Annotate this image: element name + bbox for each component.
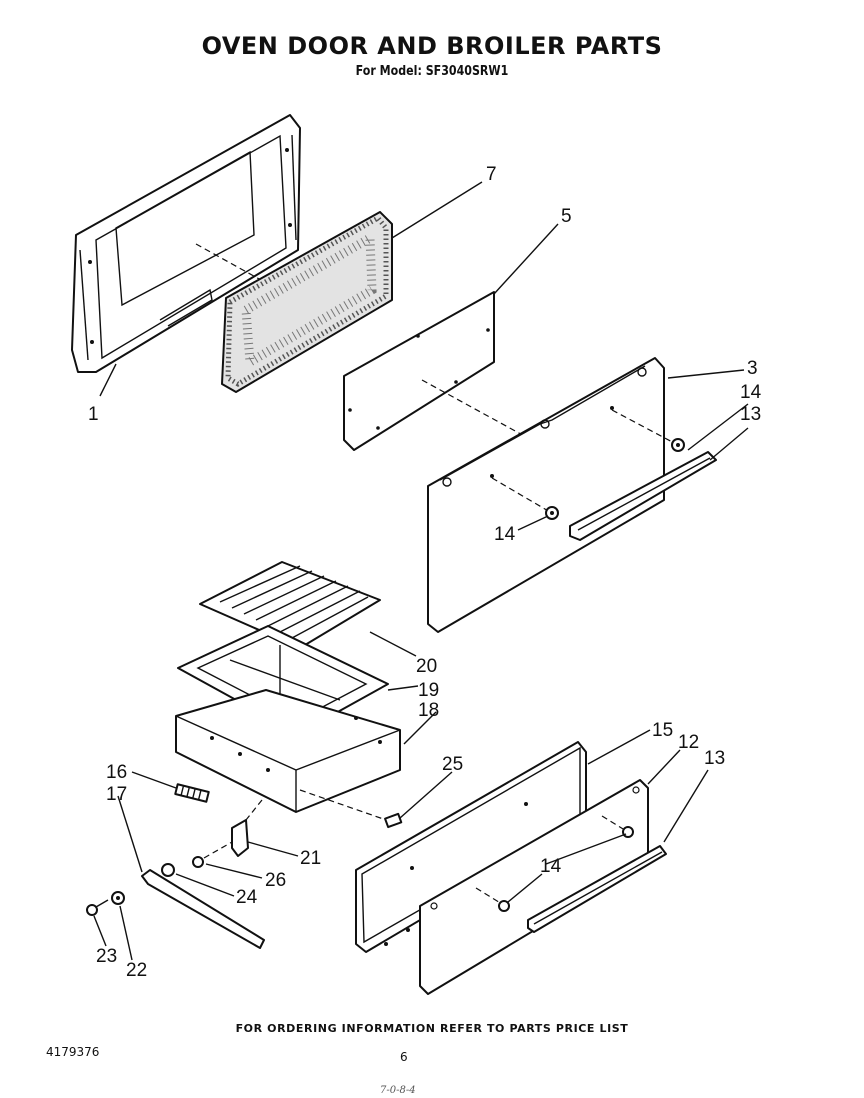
part-26-screw	[192, 841, 233, 868]
part-20-broiler-grid	[199, 561, 381, 649]
assembly-line-1-7	[195, 243, 271, 286]
callout-16: 16	[106, 762, 127, 783]
part-1-inner-door-frame	[71, 114, 301, 373]
part-7-insulation	[221, 211, 393, 393]
part-13-door-handle	[569, 451, 717, 541]
callout-numbers: 1 7 5 3 14 13 14 20 19 18 15 12 13 25 16…	[88, 164, 762, 981]
callout-1: 1	[88, 404, 99, 425]
callout-22: 22	[126, 960, 147, 981]
callout-20: 20	[416, 656, 437, 677]
model-subtitle: For Model: SF3040SRW1	[355, 64, 509, 79]
document-number: 4179376	[46, 1045, 100, 1059]
page-title: OVEN DOOR AND BROILER PARTS	[201, 32, 663, 60]
part-14-spacer-lower	[545, 506, 559, 520]
assembly-line-14b	[611, 409, 677, 445]
part-14-spacer-broiler-upper	[622, 826, 634, 838]
part-14-spacer-broiler-lower	[498, 900, 510, 912]
callout-14-lower: 14	[540, 856, 562, 877]
part-16-spring	[174, 783, 210, 803]
callout-19: 19	[418, 680, 439, 701]
part-14-spacer-upper	[671, 438, 685, 452]
part-13-broiler-handle	[527, 845, 667, 933]
callout-13-lower: 13	[704, 748, 725, 769]
part-25-clip	[384, 812, 403, 829]
part-17-rail	[141, 869, 265, 949]
page-number: 6	[400, 1050, 408, 1064]
callout-14-middle: 14	[494, 524, 516, 545]
part-3-outer-door-panel	[427, 357, 665, 633]
callout-13-upper: 13	[740, 404, 761, 425]
handwritten-mark: 7-0-8-4	[380, 1085, 416, 1096]
part-5-door-glass	[343, 291, 495, 451]
callout-12: 12	[678, 732, 699, 753]
callout-5: 5	[561, 206, 572, 227]
assembly-line-18-25	[299, 789, 393, 823]
callout-26: 26	[265, 870, 286, 891]
part-21-bracket	[231, 819, 249, 857]
leader-lines	[93, 181, 749, 961]
callout-17: 17	[106, 784, 127, 805]
part-24-nut	[161, 863, 175, 877]
callout-21: 21	[300, 848, 321, 869]
part-23-screw	[86, 899, 109, 916]
callout-3: 3	[747, 358, 758, 379]
ordering-information-note: FOR ORDERING INFORMATION REFER TO PARTS …	[235, 1022, 629, 1035]
part-18-broiler-pan	[175, 689, 401, 813]
callout-23: 23	[96, 946, 117, 967]
callout-18: 18	[418, 700, 439, 721]
callout-14-upper: 14	[740, 382, 762, 403]
callout-24: 24	[236, 887, 258, 908]
callout-25: 25	[442, 754, 463, 775]
part-22-washer	[111, 891, 125, 905]
callout-7: 7	[486, 164, 497, 185]
assembly-line-14a	[491, 477, 551, 513]
assembly-line-5-3	[421, 379, 529, 439]
callout-15: 15	[652, 720, 673, 741]
